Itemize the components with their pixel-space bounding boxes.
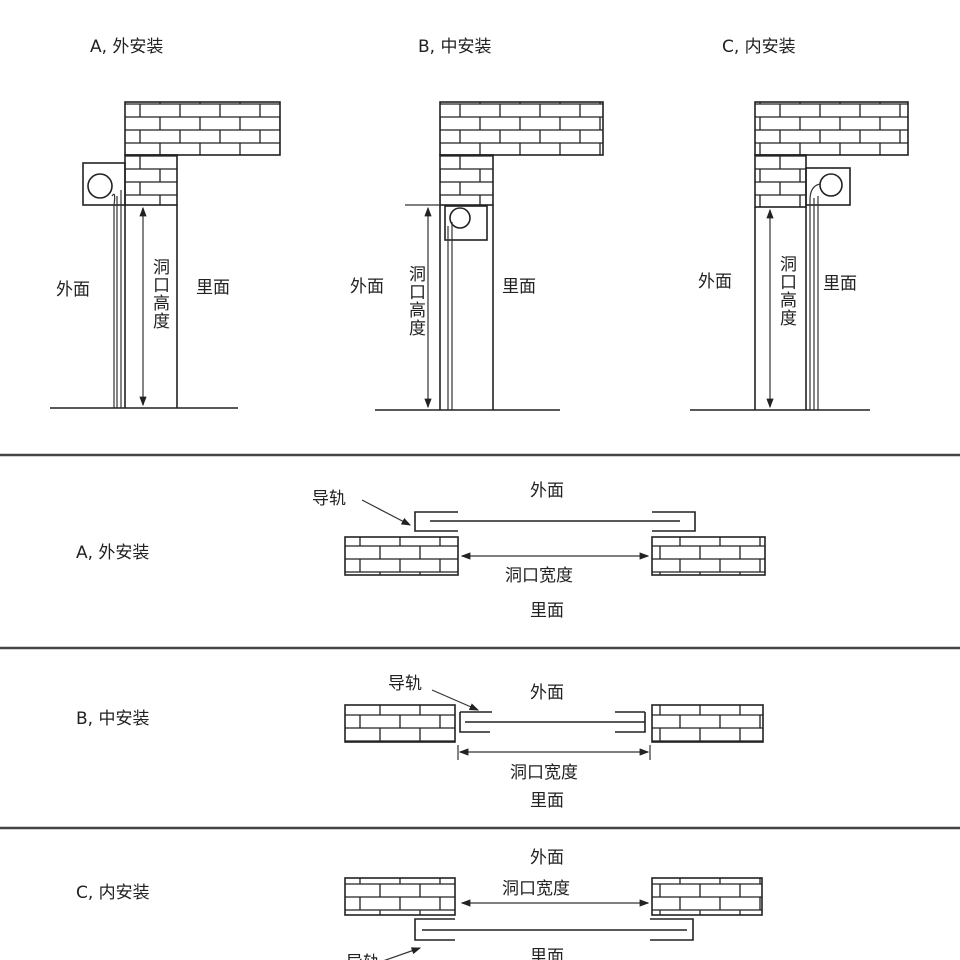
plan-a-title: A, 外安装 [76, 543, 149, 563]
wall-lines [754, 207, 807, 410]
elevation-a: A, 外安装 洞口高度 外面 里面 [50, 37, 281, 409]
rail-label: 导轨 [312, 489, 346, 509]
lintel-brick [124, 101, 281, 156]
inside-label: 里面 [502, 277, 536, 297]
plan-c-title: C, 内安装 [76, 883, 150, 903]
guide-rail [414, 918, 694, 941]
wall-lines [124, 205, 178, 408]
column-brick [754, 154, 807, 208]
outside-label: 外面 [56, 280, 90, 300]
height-label: 洞口高度 [405, 265, 426, 337]
plan-b-title: B, 中安装 [76, 709, 149, 729]
guide-rail [809, 183, 821, 410]
roller-box [82, 162, 126, 206]
rail-label: 导轨 [346, 953, 380, 960]
wall-right [651, 536, 766, 576]
outside-label: 外面 [530, 848, 564, 868]
dimension-ticks [457, 745, 651, 760]
roller-box [444, 205, 488, 241]
elevation-c: C, 内安装 洞口高度 外面 里面 [690, 37, 909, 411]
rail-pointer [383, 947, 422, 960]
wall-right [651, 704, 764, 743]
guide-rail [447, 222, 453, 410]
width-label: 洞口宽度 [505, 566, 573, 586]
rail-pointer [431, 689, 480, 711]
width-label: 洞口宽度 [510, 763, 578, 783]
height-label: 洞口高度 [776, 255, 797, 327]
wall-left [344, 704, 456, 743]
rail-pointer [361, 499, 412, 526]
width-label: 洞口宽度 [502, 879, 570, 899]
inside-label: 里面 [530, 947, 564, 960]
elevation-b: B, 中安装 洞口高度 外面 里面 [350, 37, 604, 411]
roller-icon [819, 173, 843, 197]
column-brick [124, 154, 178, 206]
wall-right [651, 877, 763, 916]
wall-left [344, 877, 456, 916]
roller-box [805, 167, 851, 206]
inside-label: 里面 [196, 278, 230, 298]
wall-left [344, 536, 459, 576]
roller-icon [449, 207, 471, 229]
height-label: 洞口高度 [149, 258, 170, 330]
wall-lines [439, 205, 494, 410]
plan-b: B, 中安装 导轨 外面 洞口宽度 里面 [76, 674, 764, 811]
outside-label: 外面 [530, 481, 564, 501]
outside-label: 外面 [698, 272, 732, 292]
guide-rail [459, 711, 646, 733]
plan-a: A, 外安装 导轨 外面 洞口宽度 里面 [76, 481, 766, 621]
plan-c: C, 内安装 导轨 外面 洞口宽度 里面 [76, 848, 763, 960]
elevation-a-title: A, 外安装 [90, 37, 163, 57]
guide-rail [414, 511, 696, 532]
column-brick [439, 154, 494, 206]
elevation-b-title: B, 中安装 [418, 37, 491, 57]
outside-label: 外面 [350, 277, 384, 297]
rail-label: 导轨 [388, 674, 422, 694]
lintel-brick [754, 101, 909, 156]
roller-icon [87, 173, 113, 199]
elevation-c-title: C, 内安装 [722, 37, 796, 57]
lintel-brick [439, 101, 604, 156]
inside-label: 里面 [823, 274, 857, 294]
inside-label: 里面 [530, 791, 564, 811]
inside-label: 里面 [530, 601, 564, 621]
outside-label: 外面 [530, 683, 564, 703]
guide-rail [111, 190, 122, 408]
